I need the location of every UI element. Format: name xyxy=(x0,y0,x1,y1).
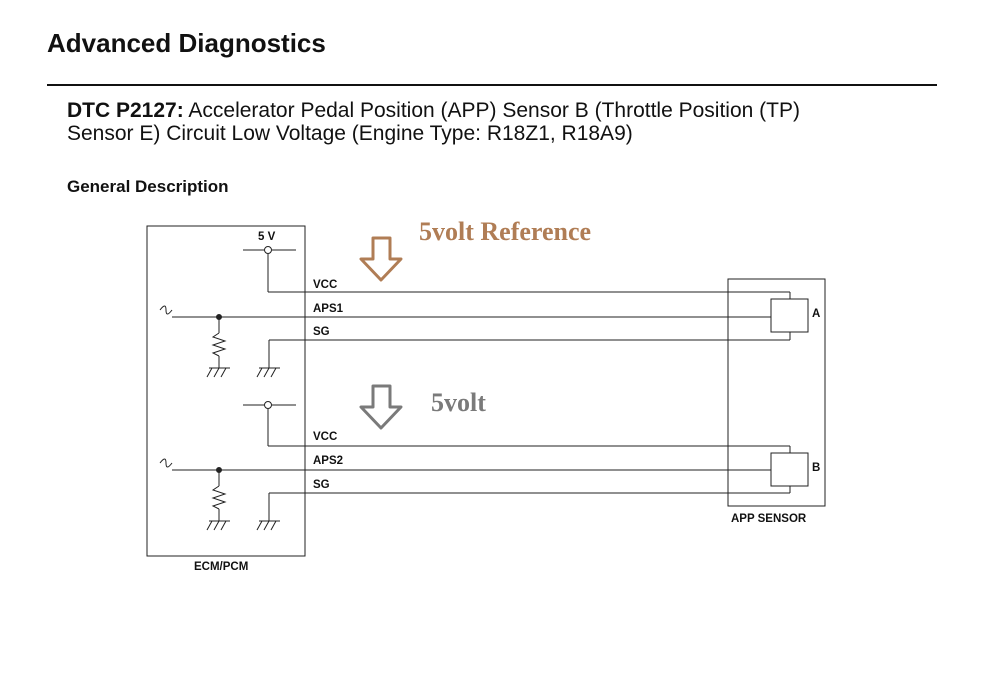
sg-label-b: SG xyxy=(313,479,330,491)
ecm-pcm-label: ECM/PCM xyxy=(194,561,248,573)
sensor-element-b-label: B xyxy=(812,462,820,474)
app-sensor-box xyxy=(727,278,826,507)
sensor-element-b xyxy=(770,452,809,487)
page-title: Advanced Diagnostics xyxy=(47,28,326,58)
supply-voltage-label: 5 V xyxy=(258,231,276,243)
ecm-pcm-box xyxy=(146,225,306,557)
title-divider xyxy=(47,84,937,86)
supply-node-b xyxy=(264,401,272,409)
dtc-description: DTC P2127: Accelerator Pedal Position (A… xyxy=(67,99,927,145)
dtc-desc-line2: Sensor E) Circuit Low Voltage (Engine Ty… xyxy=(67,122,633,145)
app-sensor-label: APP SENSOR xyxy=(731,513,807,525)
vcc-label-a: VCC xyxy=(313,279,337,291)
resistor-b xyxy=(211,485,227,510)
annotation-5volt-reference: 5volt Reference xyxy=(419,217,591,246)
resistor-a xyxy=(211,332,227,357)
dtc-desc-line1: Accelerator Pedal Position (APP) Sensor … xyxy=(183,99,800,122)
aps2-label: APS2 xyxy=(313,455,343,467)
supply-node-a xyxy=(264,246,272,254)
aps1-label: APS1 xyxy=(313,303,344,315)
sg-label-a: SG xyxy=(313,326,330,338)
vcc-label-b: VCC xyxy=(313,431,337,443)
down-arrow-icon xyxy=(359,236,403,282)
annotation-5volt: 5volt xyxy=(431,388,486,417)
section-heading: General Description xyxy=(67,177,229,196)
sensor-element-a xyxy=(770,298,809,333)
down-arrow-icon xyxy=(359,384,403,430)
sensor-element-a-label: A xyxy=(812,308,820,320)
dtc-code: DTC P2127: xyxy=(67,99,184,122)
